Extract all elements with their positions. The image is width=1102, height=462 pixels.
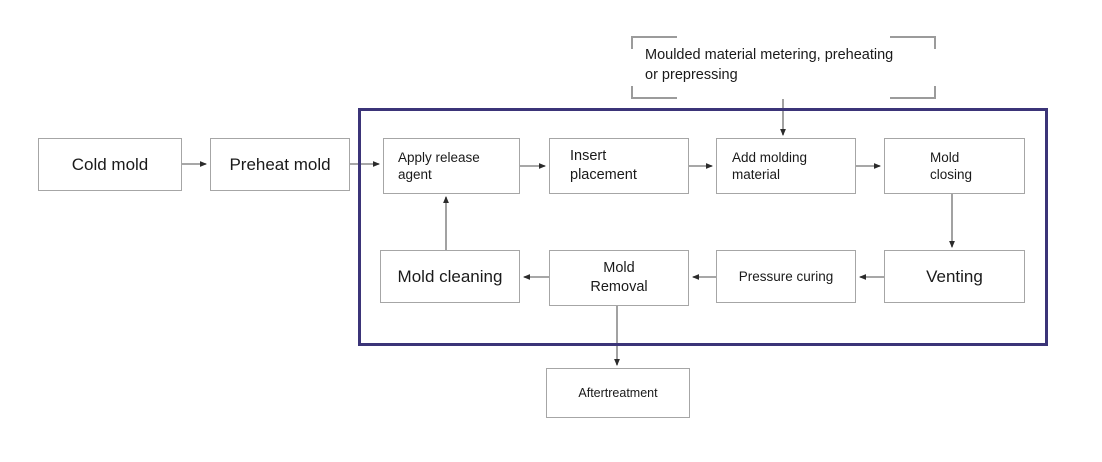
note-bracket-bottom-right [890,97,936,99]
node-mold-removal[interactable]: Mold Removal [549,250,689,306]
node-insert-placement[interactable]: Insert placement [549,138,689,194]
node-mold-closing-label: Mold closing [930,149,973,182]
node-venting[interactable]: Venting [884,250,1025,303]
node-mold-cleaning-label: Mold cleaning [397,266,503,286]
node-aftertreatment-label: Aftertreatment [578,386,658,400]
node-apply-release-agent-label: Apply release agent [398,149,480,182]
node-pressure-curing-label: Pressure curing [738,268,834,284]
node-cold-mold-label: Cold mold [71,154,149,174]
note-bracket-box: Moulded material metering, preheating or… [631,36,936,99]
node-preheat-mold[interactable]: Preheat mold [210,138,350,191]
note-label: Moulded material metering, preheating or… [645,47,894,83]
node-preheat-mold-label: Preheat mold [229,154,331,174]
node-add-molding-material[interactable]: Add molding material [716,138,856,194]
node-aftertreatment[interactable]: Aftertreatment [546,368,690,418]
note-bracket-top-left [631,36,677,38]
note-bracket-left-upper [631,36,633,49]
node-mold-removal-label: Mold Removal [590,260,648,295]
node-apply-release-agent[interactable]: Apply release agent [383,138,520,194]
node-pressure-curing[interactable]: Pressure curing [716,250,856,303]
node-add-molding-material-label: Add molding material [732,149,808,182]
note-bracket-left-lower [631,86,633,99]
node-cold-mold[interactable]: Cold mold [38,138,182,191]
node-insert-placement-label: Insert placement [570,148,637,183]
process-group-box [358,108,1048,346]
note-bracket-right-upper [934,36,936,49]
node-venting-label: Venting [926,266,983,286]
note-bracket-bottom-left [631,97,677,99]
note-bracket-right-lower [934,86,936,99]
node-mold-closing[interactable]: Mold closing [884,138,1025,194]
node-mold-cleaning[interactable]: Mold cleaning [380,250,520,303]
note-bracket-top-right [890,36,936,38]
